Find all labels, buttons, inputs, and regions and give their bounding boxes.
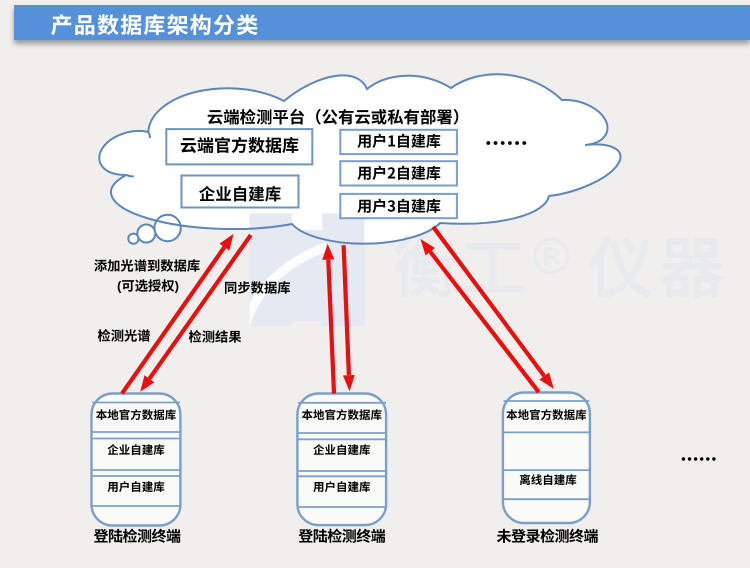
svg-text:R: R	[542, 243, 560, 271]
svg-text:仪器: 仪器	[587, 216, 730, 310]
